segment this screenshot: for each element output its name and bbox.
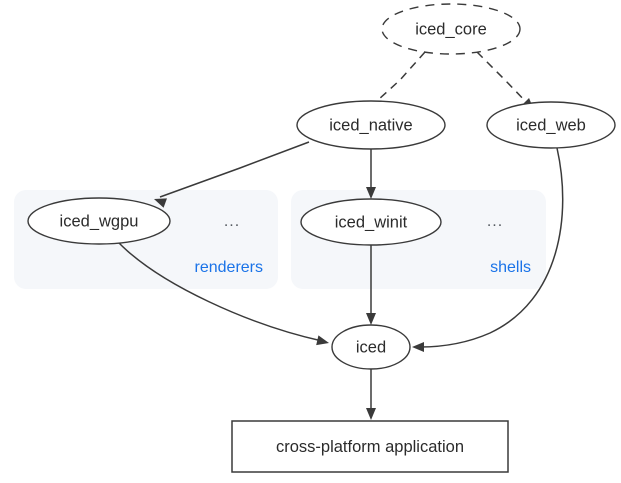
arrow-head-iced_native-to-iced_winit bbox=[366, 187, 376, 199]
edge-iced_native-to-iced_wgpu bbox=[154, 141, 310, 208]
arrow-head-iced_winit-to-iced bbox=[366, 313, 376, 325]
edge-iced_wgpu-to-iced bbox=[117, 241, 329, 346]
node-cross_platform_application[interactable]: cross-platform application bbox=[231, 420, 509, 473]
arrow-head-iced_web-to-iced bbox=[412, 342, 424, 352]
node-iced_wgpu[interactable]: iced_wgpu bbox=[27, 197, 171, 245]
node-label-iced_native: iced_native bbox=[329, 116, 412, 134]
node-iced_core[interactable]: iced_core bbox=[381, 3, 521, 55]
edge-line-iced_core-to-iced_native bbox=[377, 51, 426, 101]
edge-iced-to-application bbox=[366, 369, 376, 420]
edge-group bbox=[117, 51, 564, 420]
node-iced_native[interactable]: iced_native bbox=[296, 100, 446, 150]
edge-line-iced_web-to-iced bbox=[419, 147, 564, 348]
ellipsis-marker-shells-more: ... bbox=[487, 213, 503, 230]
node-shape-iced_winit[interactable] bbox=[300, 198, 442, 246]
edge-iced_native-to-iced_winit bbox=[366, 149, 376, 199]
ellipsis-group: ...... bbox=[224, 213, 503, 230]
node-label-iced_wgpu: iced_wgpu bbox=[60, 212, 139, 230]
cluster-label-shells: shells bbox=[490, 259, 531, 276]
node-shape-iced[interactable] bbox=[331, 324, 411, 370]
cluster-label-renderers: renderers bbox=[195, 259, 263, 276]
arrow-head-iced_wgpu-to-iced bbox=[316, 335, 329, 346]
edge-line-iced_core-to-iced_web bbox=[476, 51, 531, 107]
node-label-cross_platform_application: cross-platform application bbox=[276, 438, 464, 456]
edge-line-iced_native-to-iced_wgpu bbox=[159, 141, 310, 198]
node-iced_web[interactable]: iced_web bbox=[486, 101, 616, 149]
node-iced_winit[interactable]: iced_winit bbox=[300, 198, 442, 246]
node-label-iced_winit: iced_winit bbox=[335, 213, 408, 231]
node-shape-cross_platform_application[interactable] bbox=[231, 420, 509, 473]
edge-iced_web-to-iced bbox=[412, 147, 564, 352]
node-shape-iced_wgpu[interactable] bbox=[27, 197, 171, 245]
node-shape-iced_web[interactable] bbox=[486, 101, 616, 149]
node-label-iced_core: iced_core bbox=[415, 20, 487, 38]
edge-line-iced_wgpu-to-iced bbox=[117, 241, 323, 342]
node-label-iced: iced bbox=[356, 338, 386, 356]
node-iced[interactable]: iced bbox=[331, 324, 411, 370]
ellipsis-marker-renderers-more: ... bbox=[224, 213, 240, 230]
node-label-iced_web: iced_web bbox=[516, 116, 586, 134]
arrow-head-iced_native-to-iced_wgpu bbox=[154, 198, 167, 208]
edge-iced_winit-to-iced bbox=[366, 245, 376, 325]
node-shape-iced_core[interactable] bbox=[381, 3, 521, 55]
node-shape-iced_native[interactable] bbox=[296, 100, 446, 150]
arrow-head-iced-to-application bbox=[366, 408, 376, 420]
